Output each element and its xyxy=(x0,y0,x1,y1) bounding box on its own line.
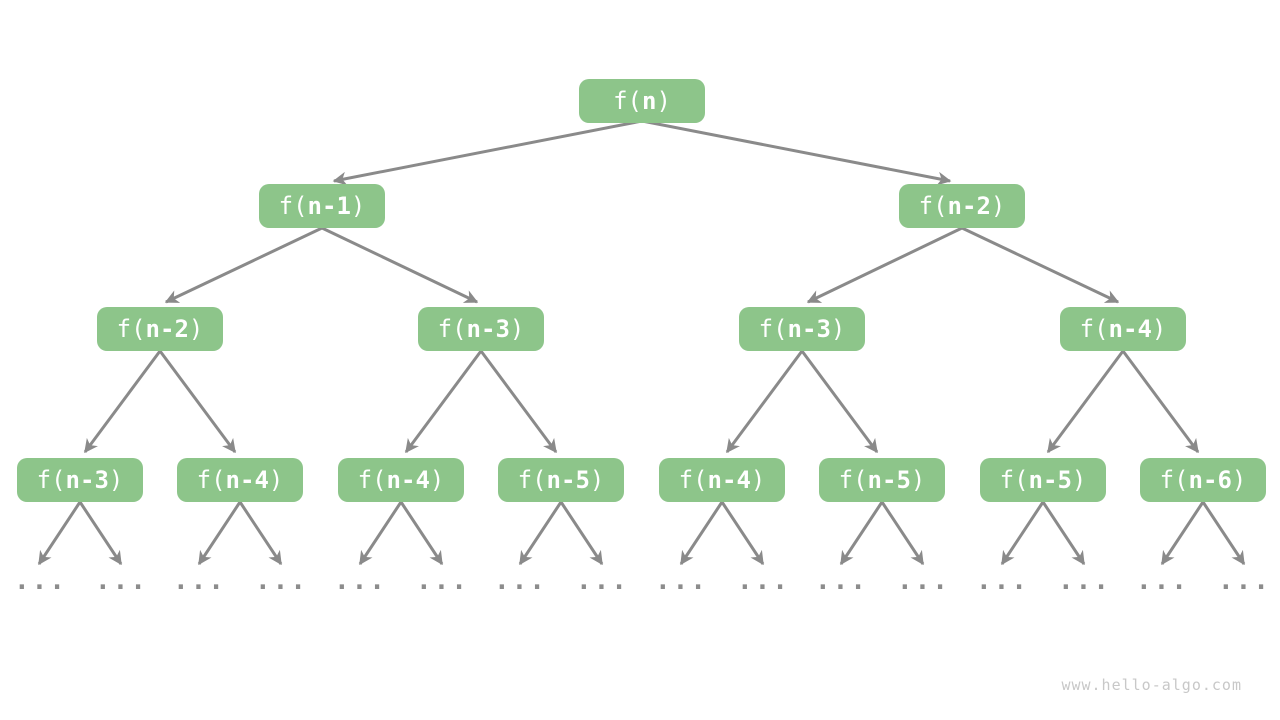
node-label-arg: n xyxy=(642,87,657,115)
node-label-post: ) xyxy=(1071,466,1087,494)
tree-node: f(n-2) xyxy=(97,307,223,351)
tree-node: f(n-3) xyxy=(739,307,865,351)
node-label-arg: n-5 xyxy=(867,466,911,494)
node-label-post: ) xyxy=(350,192,366,220)
ellipsis: ... xyxy=(173,566,226,596)
ellipsis: ... xyxy=(1058,566,1111,596)
node-label-arg: n-3 xyxy=(787,315,831,343)
tree-node: f(n-3) xyxy=(17,458,143,502)
tree-node: f(n-4) xyxy=(659,458,785,502)
tree-node: f(n-4) xyxy=(1060,307,1186,351)
node-label-pre: f( xyxy=(838,466,868,494)
ellipsis: ... xyxy=(737,566,790,596)
node-label-post: ) xyxy=(1231,466,1247,494)
ellipsis: ... xyxy=(14,566,67,596)
tree-node: f(n-1) xyxy=(259,184,385,228)
node-label-pre: f( xyxy=(613,87,642,115)
node-label-pre: f( xyxy=(116,315,146,343)
watermark: www.hello-algo.com xyxy=(1061,676,1242,694)
node-label-arg: n-3 xyxy=(466,315,510,343)
tree-node: f(n-4) xyxy=(338,458,464,502)
ellipsis: ... xyxy=(1136,566,1189,596)
node-label-post: ) xyxy=(268,466,284,494)
node-label-arg: n-5 xyxy=(1028,466,1072,494)
ellipsis: ... xyxy=(334,566,387,596)
node-label-arg: n-3 xyxy=(65,466,109,494)
node-label-arg: n-4 xyxy=(707,466,751,494)
ellipsis: ... xyxy=(576,566,629,596)
node-label-post: ) xyxy=(830,315,846,343)
ellipsis: ... xyxy=(815,566,868,596)
node-label-pre: f( xyxy=(678,466,708,494)
node-label-post: ) xyxy=(910,466,926,494)
node-label-post: ) xyxy=(429,466,445,494)
tree-node: f(n-5) xyxy=(980,458,1106,502)
node-label-post: ) xyxy=(108,466,124,494)
node-label-arg: n-1 xyxy=(307,192,351,220)
tree-node: f(n-6) xyxy=(1140,458,1266,502)
node-label-arg: n-4 xyxy=(386,466,430,494)
node-label-pre: f( xyxy=(1159,466,1189,494)
ellipsis: ... xyxy=(95,566,148,596)
ellipsis: ... xyxy=(897,566,950,596)
node-label-pre: f( xyxy=(918,192,948,220)
ellipsis: ... xyxy=(1218,566,1271,596)
node-label-post: ) xyxy=(589,466,605,494)
node-label-pre: f( xyxy=(999,466,1029,494)
node-label-post: ) xyxy=(750,466,766,494)
tree-node: f(n-4) xyxy=(177,458,303,502)
node-label-pre: f( xyxy=(517,466,547,494)
tree-node-root: f(n) xyxy=(579,79,705,123)
node-label-pre: f( xyxy=(758,315,788,343)
tree-node: f(n-3) xyxy=(418,307,544,351)
ellipsis: ... xyxy=(976,566,1029,596)
node-label-pre: f( xyxy=(357,466,387,494)
node-label-arg: n-4 xyxy=(1108,315,1152,343)
node-label-post: ) xyxy=(188,315,204,343)
node-label-arg: n-2 xyxy=(145,315,189,343)
ellipsis: ... xyxy=(255,566,308,596)
node-label-pre: f( xyxy=(278,192,308,220)
node-label-post: ) xyxy=(1151,315,1167,343)
node-label-arg: n-2 xyxy=(947,192,991,220)
node-label-pre: f( xyxy=(1079,315,1109,343)
node-label-post: ) xyxy=(509,315,525,343)
ellipsis: ... xyxy=(655,566,708,596)
node-label-post: ) xyxy=(656,87,671,115)
node-label-arg: n-5 xyxy=(546,466,590,494)
node-label-pre: f( xyxy=(437,315,467,343)
node-label-arg: n-4 xyxy=(225,466,269,494)
tree-node: f(n-2) xyxy=(899,184,1025,228)
node-label-pre: f( xyxy=(196,466,226,494)
node-label-post: ) xyxy=(990,192,1006,220)
node-label-pre: f( xyxy=(36,466,66,494)
node-label-arg: n-6 xyxy=(1188,466,1232,494)
ellipsis: ... xyxy=(494,566,547,596)
tree-node: f(n-5) xyxy=(498,458,624,502)
ellipsis: ... xyxy=(416,566,469,596)
tree-node: f(n-5) xyxy=(819,458,945,502)
